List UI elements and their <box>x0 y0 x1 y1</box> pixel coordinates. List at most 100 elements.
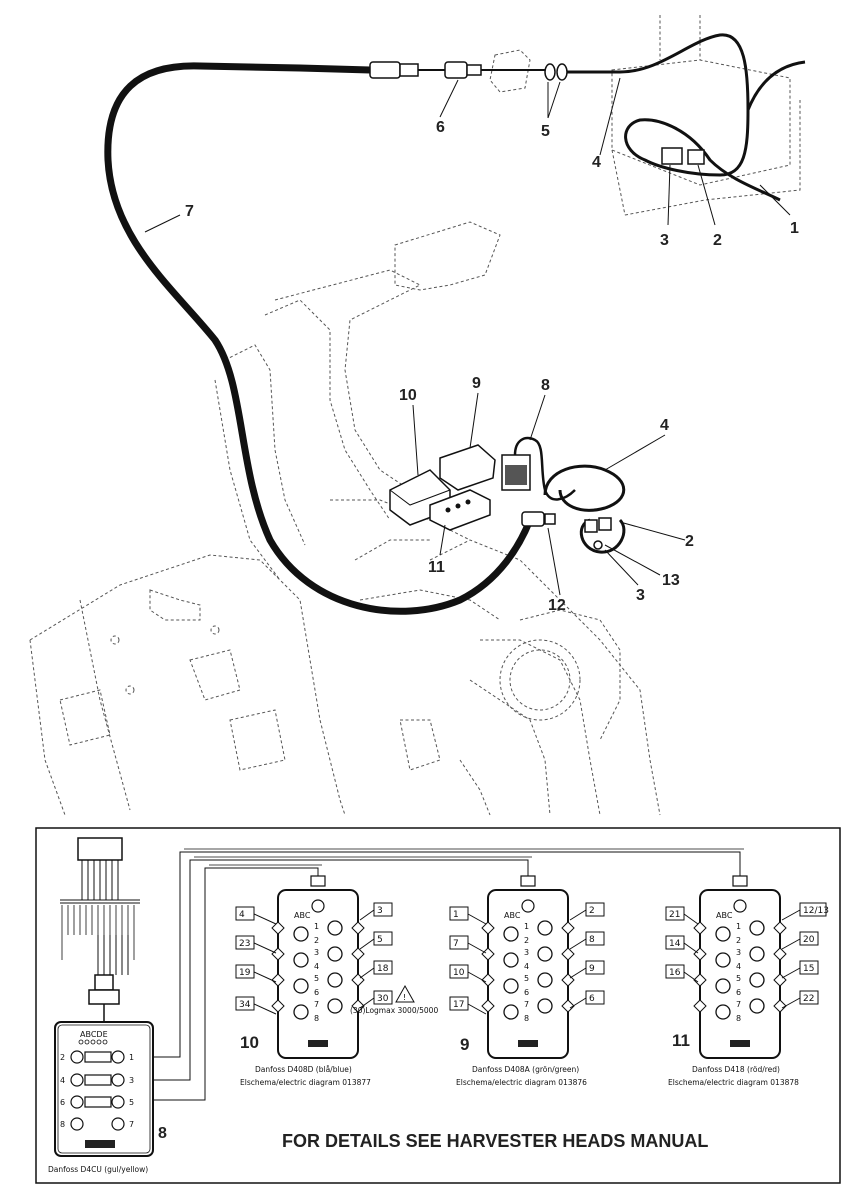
wire-leader <box>253 942 277 954</box>
wire-number: 30 <box>377 994 389 1004</box>
wire-number: 23 <box>239 939 250 949</box>
block-pin-even: 2 <box>736 936 741 945</box>
d4cu-socket <box>70 1095 84 1109</box>
wire-number: 2 <box>589 906 595 916</box>
d4cu-right-pin: 7 <box>129 1120 134 1129</box>
wire-number: 8 <box>589 935 595 945</box>
block-socket <box>749 920 765 936</box>
top-callouts: 1 2 3 4 5 6 7 10 9 8 4 2 13 3 11 12 <box>185 119 799 614</box>
wire-number: 1 <box>453 910 459 920</box>
cable-1 <box>746 60 806 111</box>
block-pin-odd: 1 <box>314 922 319 931</box>
block-side-diamond <box>351 921 365 935</box>
d4cu-link <box>84 1051 112 1063</box>
connector-12 <box>521 511 556 527</box>
wire-number-box <box>799 960 819 975</box>
wire-number-box <box>373 902 393 917</box>
d4cu-right-pin: 5 <box>129 1098 134 1107</box>
harvester-manual-note: FOR DETAILS SEE HARVESTER HEADS MANUAL <box>282 1131 708 1151</box>
block-pin-even: 4 <box>524 962 529 971</box>
block-pin-odd: 7 <box>524 1000 529 1009</box>
warning-icon: ! <box>395 984 415 1003</box>
block-socket <box>503 978 519 994</box>
wire-leader <box>359 967 375 979</box>
block-side-diamond <box>773 999 787 1013</box>
box10-note: (30)Logmax 3000/5000 <box>350 1006 438 1015</box>
block-socket <box>293 952 309 968</box>
block-header: ABC <box>716 911 733 920</box>
block-socket <box>327 920 343 936</box>
block-pin-even: 4 <box>736 962 741 971</box>
block-pin-even: 8 <box>736 1014 741 1023</box>
d4cu-socket <box>111 1050 125 1064</box>
wire-number-box <box>665 935 685 950</box>
block-pin-even: 6 <box>524 988 529 997</box>
block-plug <box>732 875 748 887</box>
block-socket <box>327 946 343 962</box>
block-footer <box>518 1040 538 1047</box>
wire-number: 16 <box>669 968 681 978</box>
d4cu-left-pin: 2 <box>60 1053 65 1062</box>
block-socket <box>749 972 765 988</box>
d4cu-caption: Danfoss D4CU (gul/yellow) <box>48 1165 148 1174</box>
block-socket <box>537 972 553 988</box>
block-socket <box>715 1004 731 1020</box>
wire-number-box <box>585 960 605 975</box>
wire-number-box <box>235 906 255 921</box>
block-socket <box>327 972 343 988</box>
block-side-diamond <box>351 947 365 961</box>
wire-number-box <box>665 964 685 979</box>
wire-leader <box>781 938 801 950</box>
callout-2b: 2 <box>685 533 694 550</box>
leader-lines <box>144 77 791 596</box>
d4cu-left-pin: 4 <box>60 1076 65 1085</box>
block-pin-odd: 3 <box>314 948 319 957</box>
block-center-hole <box>733 899 747 913</box>
connector-5 <box>544 63 568 81</box>
wire-number-box <box>449 906 469 921</box>
wire-number-box <box>665 906 685 921</box>
wire-leader <box>359 938 375 950</box>
wire-leader <box>253 1003 277 1015</box>
block-side-diamond <box>481 973 495 987</box>
cable-8 <box>513 436 576 501</box>
wire-leader <box>569 997 587 1009</box>
d4cu-socket <box>70 1117 84 1131</box>
d4cu-socket <box>111 1117 125 1131</box>
wire-number: 14 <box>669 939 681 949</box>
block-pin-odd: 5 <box>314 974 319 983</box>
callout-9: 9 <box>472 375 481 392</box>
callout-2: 2 <box>713 232 722 249</box>
wire-leader <box>781 967 801 979</box>
wire-leader <box>253 913 277 925</box>
cable-7 <box>104 62 534 615</box>
d4cu-socket <box>111 1095 125 1109</box>
block-side-diamond <box>693 921 707 935</box>
block-side-diamond <box>561 947 575 961</box>
wire-number-box <box>449 935 469 950</box>
wire-number: 10 <box>453 968 465 978</box>
wire-number: 9 <box>589 964 595 974</box>
wire-leader <box>359 997 375 1009</box>
block-pin-even: 6 <box>314 988 319 997</box>
connector-6 <box>369 61 545 79</box>
block-header: ABC <box>504 911 521 920</box>
block-plug <box>520 875 536 887</box>
box9-caption2: Elschema/electric diagram 013876 <box>456 1078 587 1087</box>
wire-leader <box>569 967 587 979</box>
wire-number: 18 <box>377 964 389 974</box>
harness <box>60 837 140 1022</box>
block-socket <box>537 998 553 1014</box>
d4cu-link <box>84 1074 112 1086</box>
wire-leader <box>467 1003 487 1015</box>
block-side-diamond <box>693 973 707 987</box>
wire-number-box <box>585 902 605 917</box>
block-header: ABC <box>294 911 311 920</box>
callout-7: 7 <box>185 203 194 220</box>
wire-number-box <box>235 964 255 979</box>
wire-number-box <box>373 990 393 1005</box>
block-socket <box>537 946 553 962</box>
